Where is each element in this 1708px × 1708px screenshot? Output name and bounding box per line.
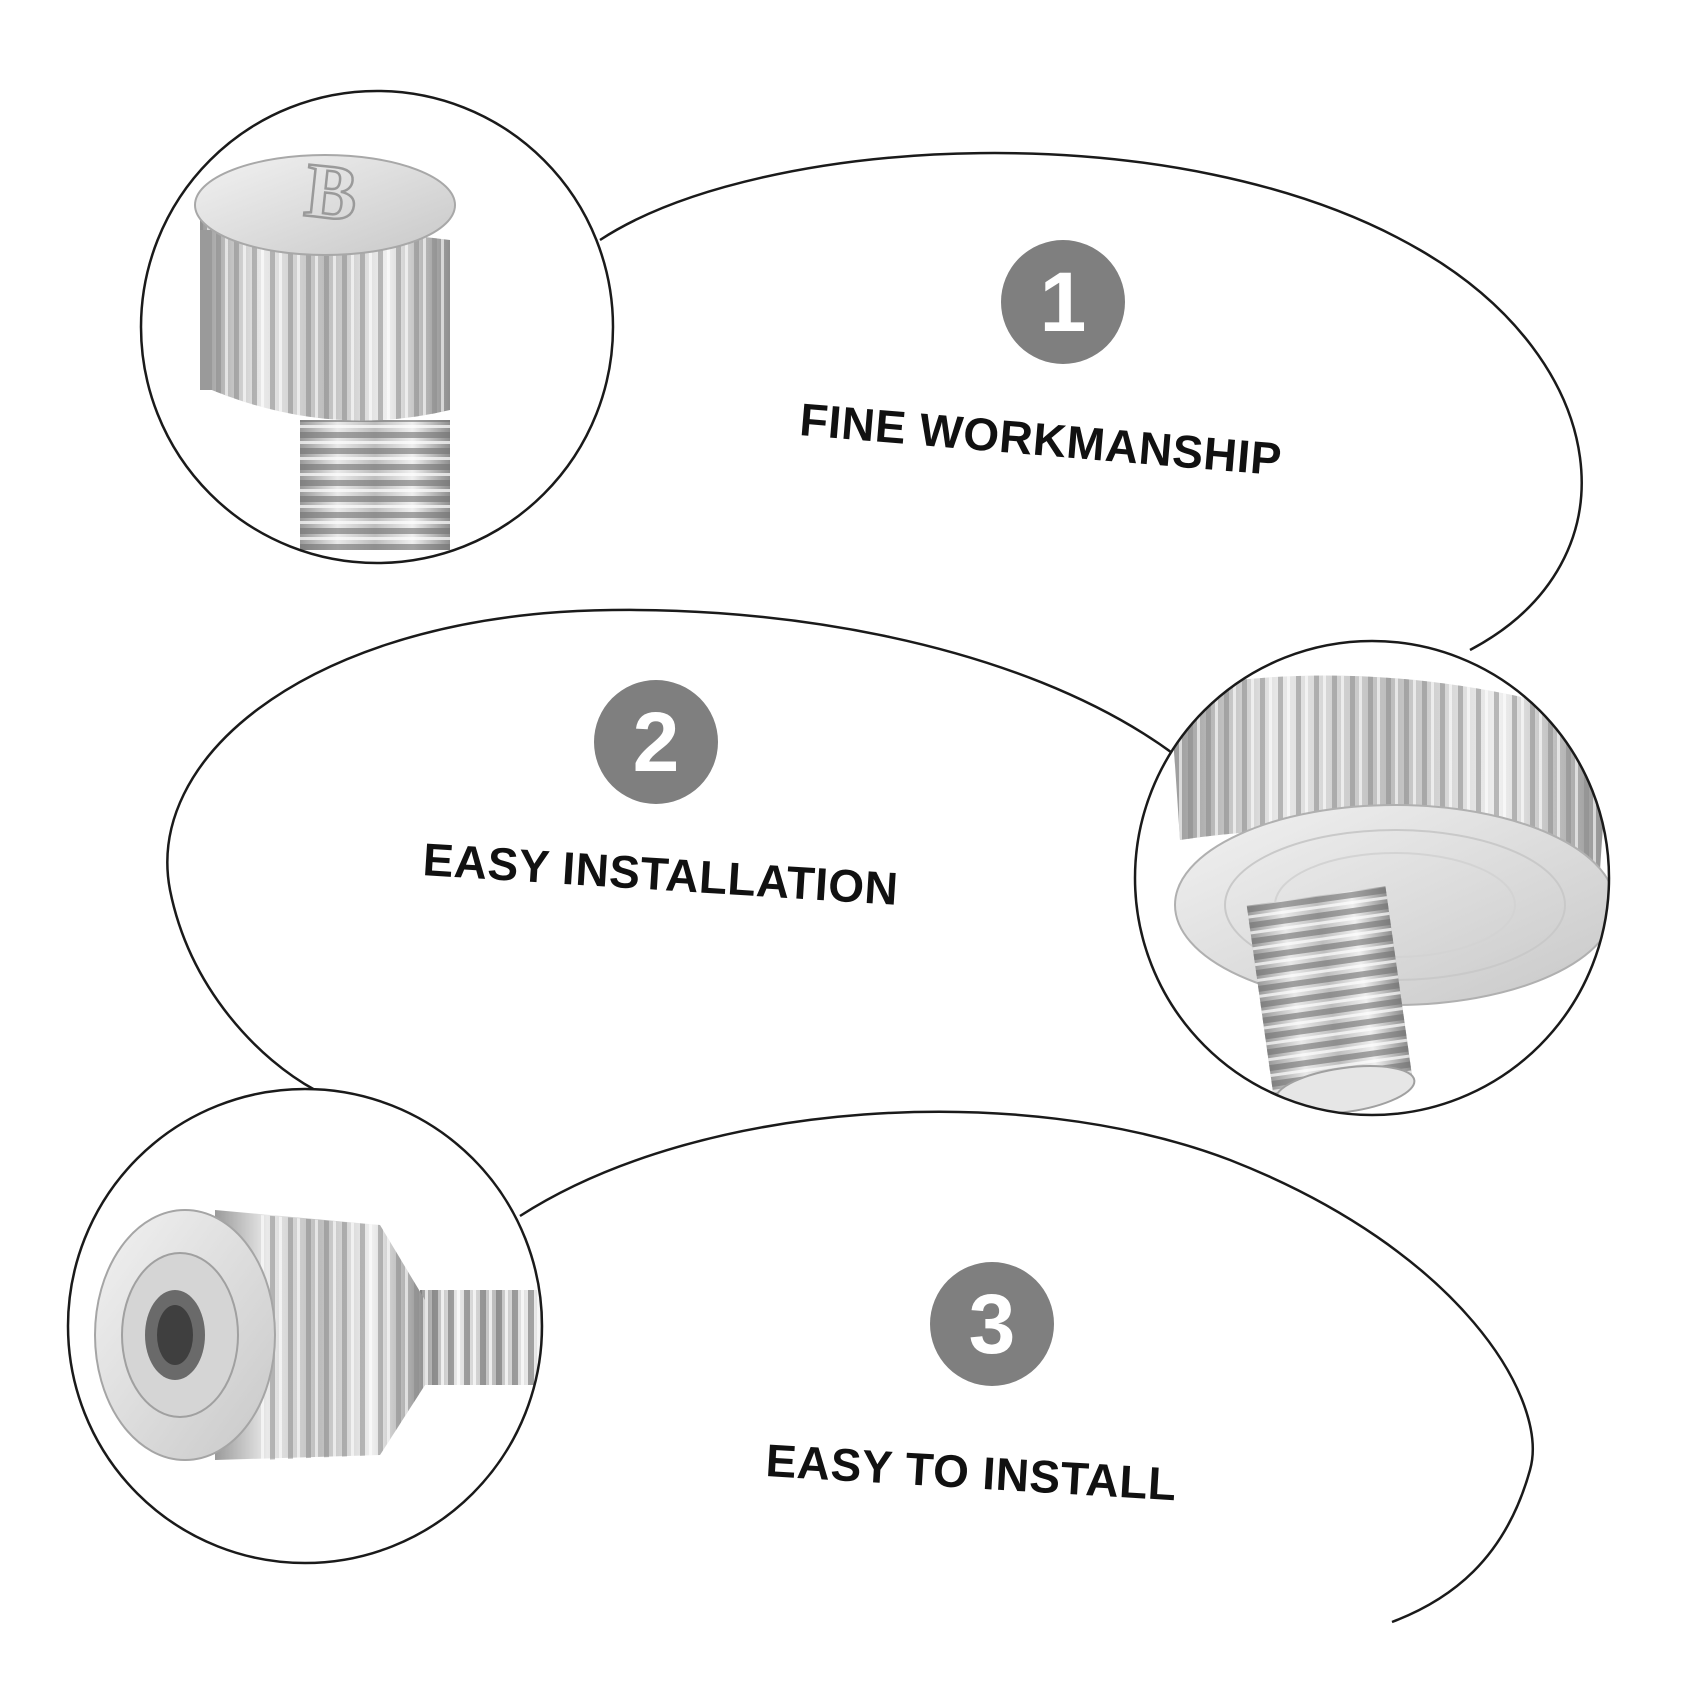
number-badge-3: 3 (930, 1262, 1054, 1386)
oval-2-outline (166, 608, 1176, 1092)
oval-1-outline (599, 151, 1583, 652)
number-badge-2: 2 (594, 680, 718, 804)
svg-text:B: B (301, 146, 362, 238)
number-badge-1: 1 (1001, 240, 1125, 364)
product-image-circle-1: B (139, 89, 615, 565)
product-image-circle-3 (66, 1087, 544, 1565)
oval-3-outline (519, 1110, 1534, 1624)
product-image-circle-2 (1133, 639, 1611, 1117)
